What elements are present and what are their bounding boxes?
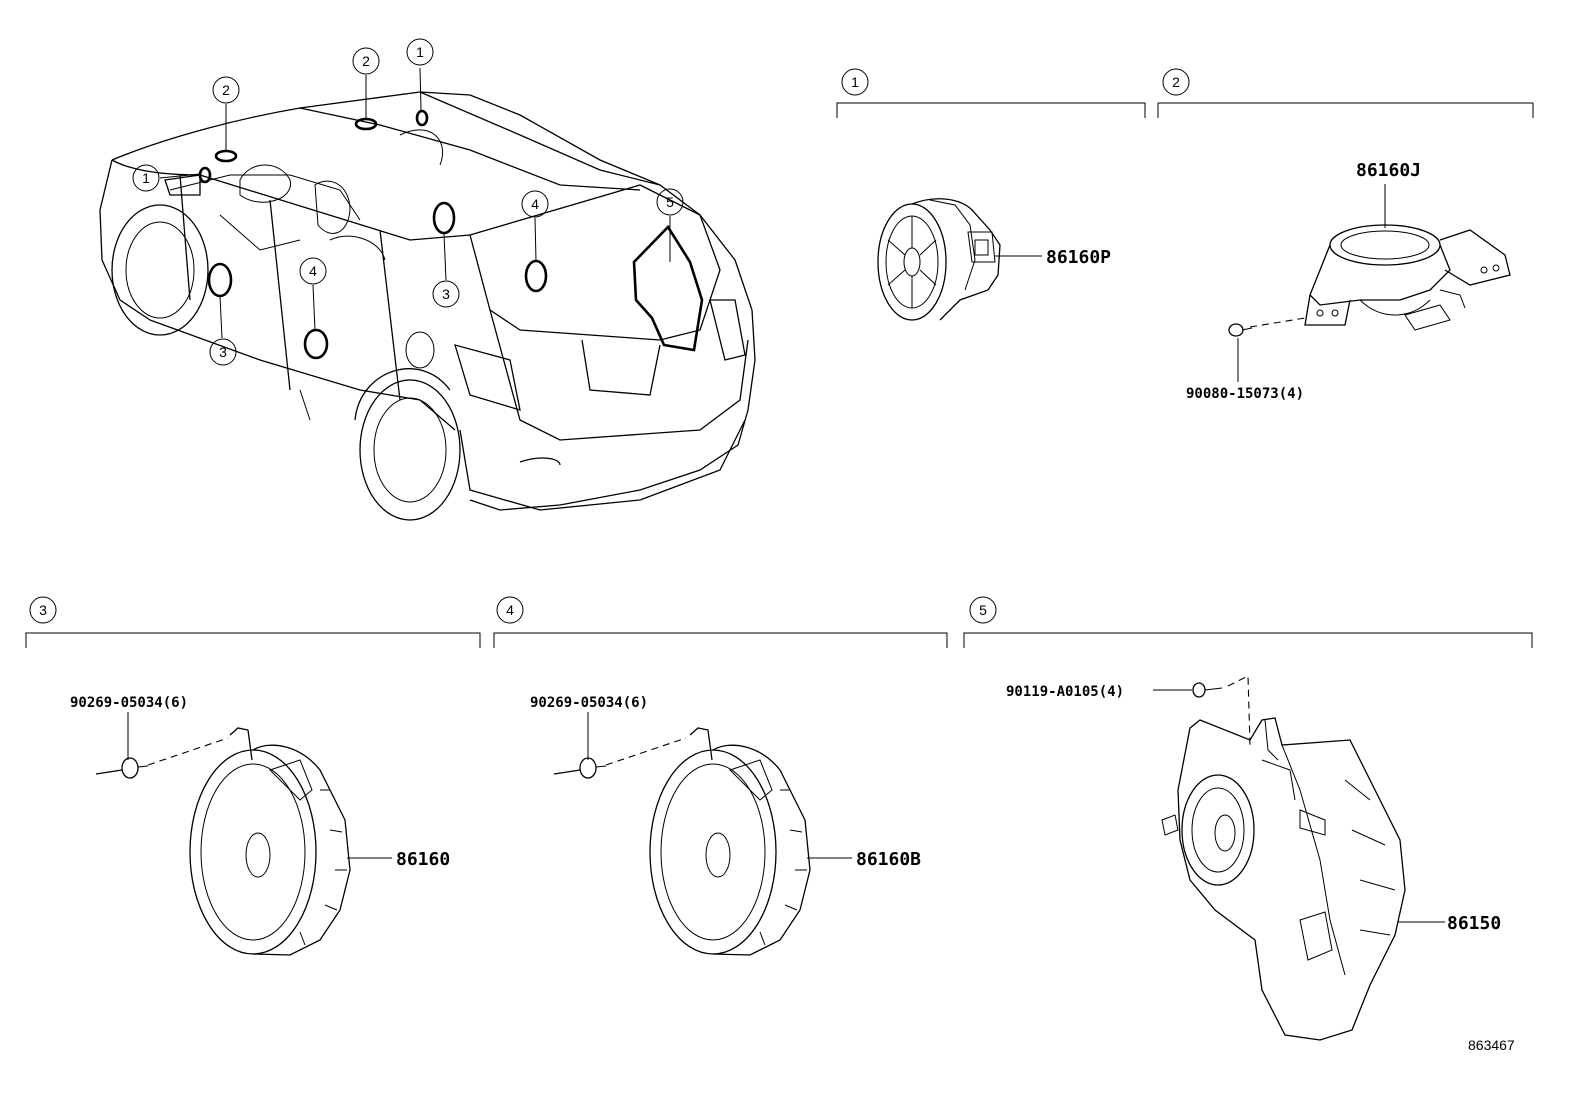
part-number-86160J: 86160J: [1356, 160, 1421, 181]
callout-3-front-door: 3: [219, 344, 227, 360]
section-1-label: 1: [851, 74, 859, 90]
section-2: 2 86160J 90080-15073(4): [1157, 68, 1534, 402]
callout-4-right-rear: 4: [531, 196, 539, 212]
callout-2-front-left: 2: [222, 82, 230, 98]
part-number-90119-A0105: 90119-A0105(4): [1006, 684, 1124, 700]
part-number-86150: 86150: [1447, 913, 1501, 934]
tweeter-speaker-illustration: [877, 198, 1001, 321]
section-5-label: 5: [979, 602, 987, 618]
section-5: 5 90119-A0105(4) 86150: [963, 596, 1533, 1041]
callout-2-front-right: 2: [362, 53, 370, 69]
section-2-label: 2: [1172, 74, 1180, 90]
clip-90269-a-illustration: [95, 757, 149, 779]
subwoofer-enclosure-illustration: [1161, 717, 1406, 1041]
bolt-90080-illustration: [1228, 323, 1253, 337]
part-number-90269-05034-a: 90269-05034(6): [70, 695, 188, 711]
upper-speaker-illustration: [1304, 224, 1511, 331]
bolt-90119-illustration: [1192, 682, 1223, 698]
callout-5-cargo: 5: [666, 194, 674, 210]
front-door-speaker-illustration: [189, 727, 351, 956]
part-number-86160: 86160: [396, 849, 450, 870]
illustration-reference-number: 863467: [1468, 1037, 1515, 1053]
section-1: 1 86160P: [836, 68, 1146, 321]
vehicle-overview-illustration: [99, 67, 756, 521]
section-4: 4 90269-05034(6) 86160B: [493, 596, 948, 956]
clip-90269-b-illustration: [553, 757, 607, 779]
callout-1-front-left: 1: [142, 170, 150, 186]
section-3: 3 90269-05034(6) 86160: [25, 596, 481, 956]
callout-4-rear-door: 4: [309, 263, 317, 279]
section-4-label: 4: [506, 602, 514, 618]
part-number-86160P: 86160P: [1046, 247, 1111, 268]
rear-door-speaker-illustration: [649, 727, 811, 956]
part-number-90269-05034-b: 90269-05034(6): [530, 695, 648, 711]
callout-3-right-door: 3: [442, 286, 450, 302]
vehicle-callouts: 1 2 2 1 3 3 4 4 5: [132, 38, 684, 366]
part-number-90080-15073: 90080-15073(4): [1186, 386, 1304, 402]
section-3-label: 3: [39, 602, 47, 618]
part-number-86160B: 86160B: [856, 849, 921, 870]
callout-1-front-right: 1: [416, 44, 424, 60]
